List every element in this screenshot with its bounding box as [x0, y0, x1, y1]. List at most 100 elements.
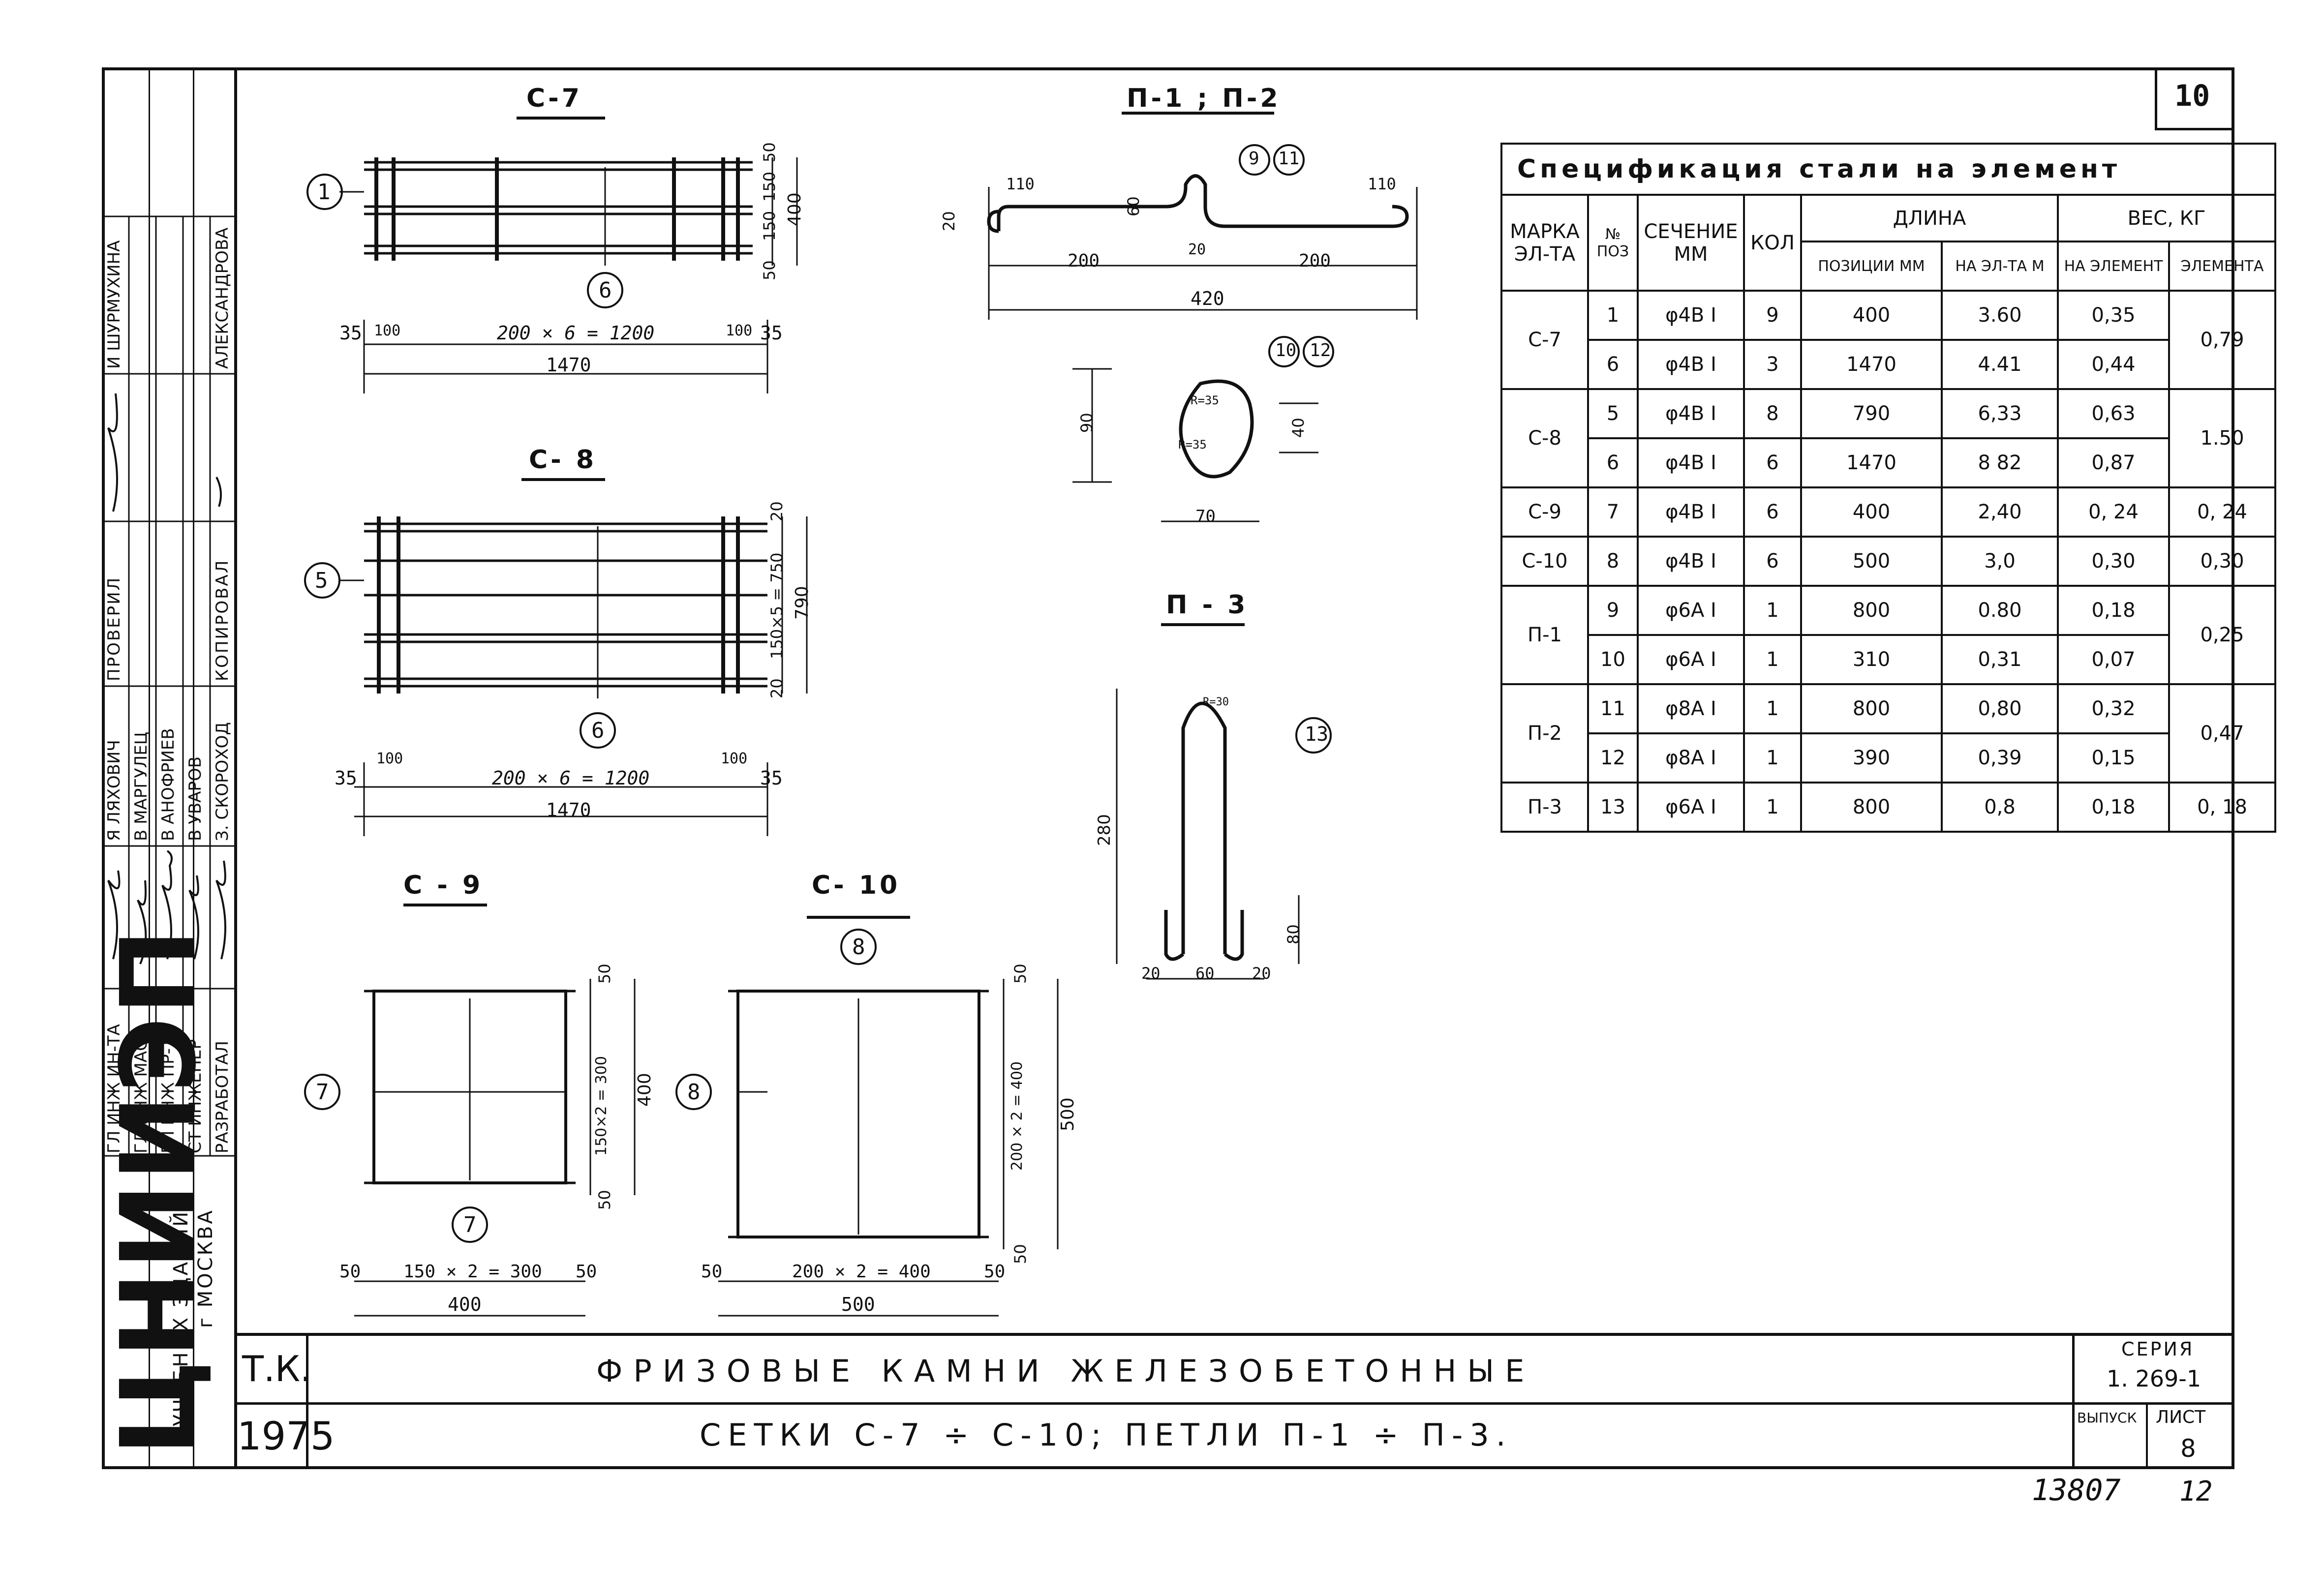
spec-len: 390 — [1800, 732, 1943, 784]
spec-total: 0,30 — [2168, 536, 2276, 587]
c7-dim-right: 35 — [760, 322, 783, 344]
hdr-qty: КОЛ — [1743, 194, 1802, 292]
loop-p3 — [1116, 623, 1300, 980]
tb-vline-3 — [2146, 1402, 2148, 1469]
p12-dim-200b: 200 — [1299, 251, 1331, 271]
p12-dim-110b: 110 — [1368, 175, 1396, 193]
p12-dim-20: 20 — [940, 211, 958, 231]
c7-title: С-7 — [526, 84, 582, 113]
c10-pos2: 8 — [852, 935, 865, 960]
p12-dim-20b: 20 — [1188, 241, 1206, 258]
spec-len-m: 0,31 — [1941, 634, 2059, 685]
c10-title: С- 10 — [812, 871, 901, 900]
p3-dim-20a: 20 — [1141, 964, 1161, 983]
loop-r1: R=35 — [1191, 393, 1219, 407]
spec-pos: 11 — [1587, 683, 1639, 734]
hdr-weight: ВЕС, КГ — [2057, 194, 2276, 242]
c10-pos1: 8 — [687, 1080, 701, 1105]
spec-total: 0,47 — [2168, 683, 2276, 784]
spec-pos: 1 — [1587, 290, 1639, 341]
spec-qty: 1 — [1743, 585, 1802, 636]
spec-mark: С-10 — [1500, 536, 1589, 587]
p3-dim-60: 60 — [1195, 964, 1215, 983]
tb-series-value: 1. 269-1 — [2107, 1365, 2202, 1392]
hdr-section: СЕЧЕНИЕ ММ — [1637, 194, 1745, 292]
title-block: Т.К. 1975 ФРИЗОВЫЕ КАМНИ ЖЕЛЕЗОБЕТОННЫЕ … — [237, 1333, 2234, 1469]
c8-dim-total: 790 — [792, 586, 812, 620]
spec-pos: 5 — [1587, 388, 1639, 439]
c10-dim-v1: 50 — [1011, 964, 1030, 984]
spec-len: 790 — [1800, 388, 1943, 439]
spec-w: 0,18 — [2057, 782, 2170, 833]
c7-dim-v4: 50 — [760, 260, 779, 280]
c7-dim-bottom2: 1470 — [546, 354, 591, 376]
spec-len-m: 3,0 — [1941, 536, 2059, 587]
c8-pos2: 6 — [591, 718, 605, 743]
spec-qty: 1 — [1743, 634, 1802, 685]
spec-total: 0, 18 — [2168, 782, 2276, 833]
archive-extra: 12 — [2179, 1476, 2213, 1508]
c8-dim-100a: 100 — [376, 750, 403, 767]
spec-len-m: 8 82 — [1941, 437, 2059, 488]
spec-len: 800 — [1800, 585, 1943, 636]
hdr-mark: МАРКА ЭЛ-ТА — [1500, 194, 1589, 292]
c9-dim-left: 50 — [339, 1262, 361, 1282]
spec-w: 0,15 — [2057, 732, 2170, 784]
spec-mark: С-8 — [1500, 388, 1589, 488]
page-number-box — [2155, 67, 2234, 130]
spec-len: 310 — [1800, 634, 1943, 685]
spec-section: φ4В I — [1637, 290, 1745, 341]
spec-pos: 8 — [1587, 536, 1639, 587]
spec-total: 0,25 — [2168, 585, 2276, 685]
c8-dim-bottom2: 1470 — [546, 799, 591, 821]
spec-qty: 3 — [1743, 339, 1802, 390]
spec-len-m: 0,39 — [1941, 732, 2059, 784]
spec-w: 0,44 — [2057, 339, 2170, 390]
spec-qty: 6 — [1743, 437, 1802, 488]
spec-len: 400 — [1800, 486, 1943, 538]
spec-len-m: 0,8 — [1941, 782, 2059, 833]
c7-dim-v1: 50 — [760, 142, 779, 162]
c9-dim-bottom1: 150 × 2 = 300 — [403, 1262, 542, 1282]
tb-year: 1975 — [237, 1415, 335, 1459]
spec-qty: 1 — [1743, 683, 1802, 734]
p3-title: П - 3 — [1166, 590, 1249, 620]
spec-w: 0,07 — [2057, 634, 2170, 685]
c8-dim-bottom1: 200 × 6 = 1200 — [492, 767, 650, 789]
mesh-c8 — [339, 478, 808, 836]
tb-title2: СЕТКИ С-7 ÷ С-10; ПЕТЛИ П-1 ÷ П-3. — [700, 1417, 1513, 1453]
spec-len-m: 2,40 — [1941, 486, 2059, 538]
loop-dim-70: 70 — [1195, 507, 1216, 526]
loop-dim-40: 40 — [1289, 418, 1308, 438]
stamp-strip — [102, 67, 237, 1469]
mesh-c10 — [718, 916, 1059, 1317]
c9-pos2: 7 — [463, 1212, 477, 1237]
hdr-pos: № ПОЗ — [1587, 194, 1639, 292]
spec-w: 0, 24 — [2057, 486, 2170, 538]
spec-mark: П-1 — [1500, 585, 1589, 685]
spec-len: 800 — [1800, 683, 1943, 734]
tb-vline-2 — [2072, 1336, 2075, 1469]
mesh-c9 — [354, 904, 636, 1317]
c7-dim-100a: 100 — [374, 322, 401, 339]
spec-len: 1470 — [1800, 437, 1943, 488]
spec-total: 0, 24 — [2168, 486, 2276, 538]
p12-pos-a: 9 — [1249, 149, 1259, 169]
c8-dim-left: 35 — [335, 767, 357, 789]
c8-dim-v2: 150×5 = 750 — [767, 552, 786, 659]
c10-dim-right: 50 — [984, 1262, 1006, 1282]
hdr-len-el: НА ЭЛ-ТА М — [1941, 241, 2059, 292]
spec-len: 800 — [1800, 782, 1943, 833]
spec-mark: П-3 — [1500, 782, 1589, 833]
spec-w: 0,18 — [2057, 585, 2170, 636]
mesh-c7 — [339, 117, 798, 393]
c7-dim-v2: 150 — [760, 171, 779, 202]
tb-series-label: СЕРИЯ — [2121, 1338, 2195, 1360]
c10-dim-bottom2: 500 — [841, 1294, 875, 1315]
strip-col-logo — [102, 67, 150, 1469]
p12-dim-420: 420 — [1191, 288, 1224, 309]
c9-dim-bottom2: 400 — [448, 1294, 482, 1315]
loop-r2: R=35 — [1178, 438, 1207, 452]
